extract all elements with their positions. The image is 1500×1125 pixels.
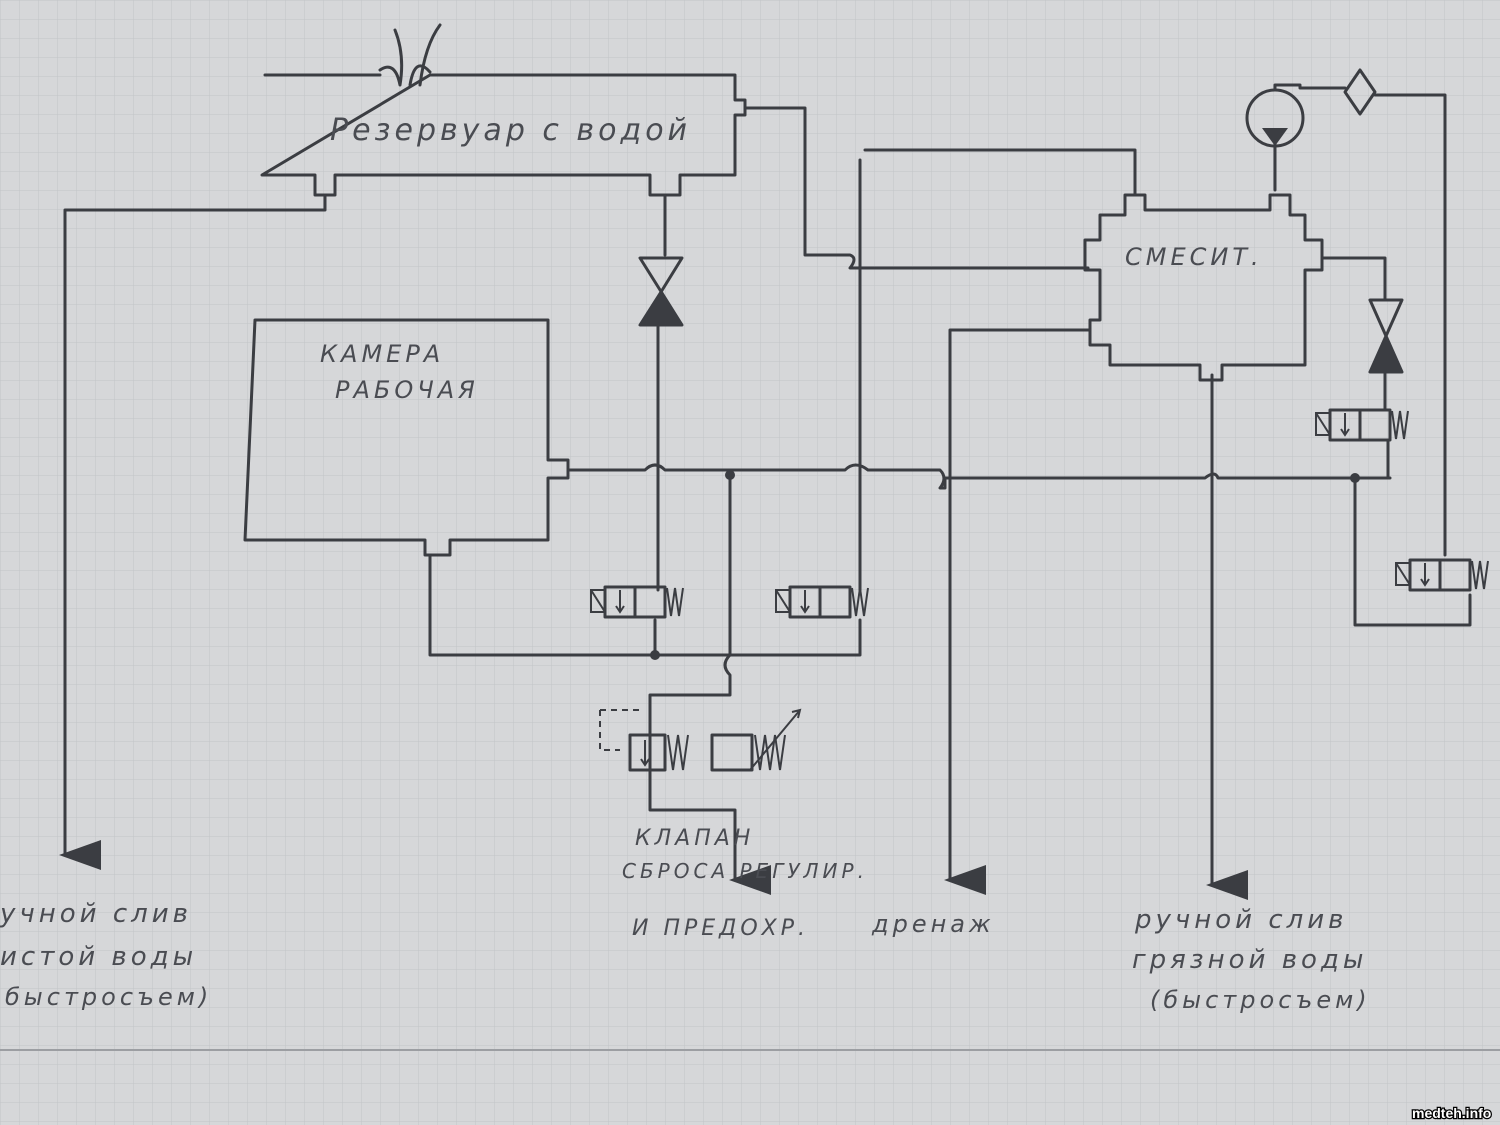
svg-text:истой воды: истой воды <box>0 942 197 972</box>
svg-text:СБРОСА РЕГУЛИР.: СБРОСА РЕГУЛИР. <box>622 859 868 883</box>
pump-icon <box>1245 88 1305 148</box>
svg-text:быстросъем): быстросъем) <box>5 983 212 1011</box>
junction-dot <box>1350 473 1360 483</box>
watermark: medteh.info <box>1412 1105 1491 1121</box>
relief-regulating-valve-icon <box>628 708 802 772</box>
water-inlet-icon <box>378 23 442 87</box>
relief-valve-label: КЛАПАН СБРОСА РЕГУЛИР. И ПРЕДОХР. <box>622 826 868 941</box>
junction-dot <box>725 470 735 480</box>
svg-text:И ПРЕДОХР.: И ПРЕДОХР. <box>632 916 809 941</box>
water-reservoir: Резервуар с водой <box>260 23 747 197</box>
svg-text:КЛАПАН: КЛАПАН <box>635 826 754 851</box>
mixer: СМЕСИТ. <box>1083 193 1324 382</box>
drain-label: дренаж <box>871 910 995 938</box>
junction-dot <box>650 650 660 660</box>
svg-text:ручной слив: ручной слив <box>1134 905 1347 935</box>
working-chamber: КАМЕРА РАБОЧАЯ <box>243 318 570 557</box>
svg-text:(быстросъем): (быстросъем) <box>1150 986 1371 1014</box>
filter-icon <box>1343 68 1377 116</box>
clean-water-drain-label: учной слив истой воды быстросъем) <box>0 899 212 1011</box>
pipes <box>59 83 1472 885</box>
svg-text:СМЕСИТ.: СМЕСИТ. <box>1125 243 1263 271</box>
svg-text:грязной воды: грязной воды <box>1132 945 1367 975</box>
svg-text:учной слив: учной слив <box>0 899 192 929</box>
shutoff-valve-icon <box>638 256 684 327</box>
svg-text:Резервуар с водой: Резервуар с водой <box>330 113 691 148</box>
check-valve-icon <box>1368 298 1404 374</box>
dirty-water-drain-label: ручной слив грязной воды (быстросъем) <box>1132 905 1371 1014</box>
svg-text:КАМЕРА: КАМЕРА <box>320 340 444 368</box>
svg-text:РАБОЧАЯ: РАБОЧАЯ <box>335 376 479 404</box>
